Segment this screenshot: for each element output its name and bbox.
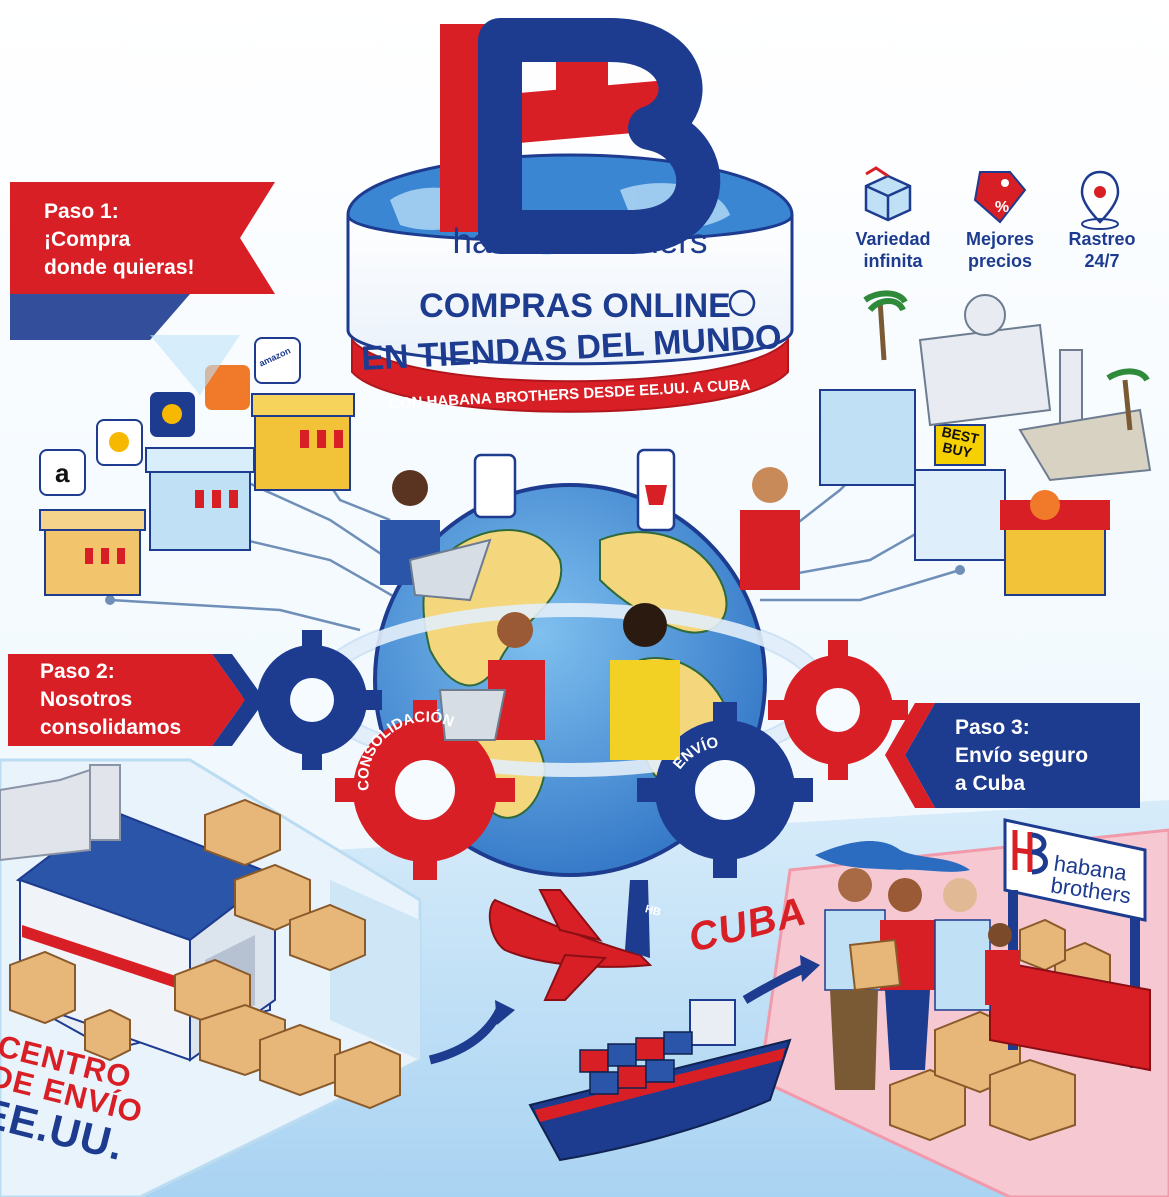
- gear-icons: [242, 630, 908, 880]
- step1-banner: [10, 182, 275, 294]
- headline-line1: COMPRAS ONLINE: [419, 287, 731, 325]
- cargo-ship: [528, 999, 792, 1162]
- headline-ribbon: CON HABANA BROTHERS DESDE EE.UU. A CUBA: [389, 377, 751, 413]
- havana-landmarks: [863, 290, 1152, 482]
- step2-banner: [8, 654, 245, 746]
- feature-variety: Variedad infinita: [855, 229, 931, 271]
- svg-text:ENVÍO: ENVÍO: [670, 734, 720, 773]
- airplane: [488, 880, 653, 1001]
- step3-banner: [905, 703, 1140, 808]
- gear-label-consolidation: CONSOLIDACIÓN: [352, 700, 457, 806]
- cuba-island: [815, 840, 970, 872]
- amazon-icon-letter: a: [55, 458, 70, 488]
- habana-brothers-kiosk: [989, 818, 1151, 1072]
- step2-text: Paso 2: Nosotros consolidamos: [40, 660, 182, 739]
- hb-logo-mark: [440, 18, 721, 254]
- feature-tracking: Rastreo 24/7: [1068, 229, 1136, 271]
- headline-line2: EN TIENDAS DEL MUNDO: [360, 318, 782, 378]
- box-icon: [864, 166, 912, 222]
- cardboard-boxes: [9, 798, 1111, 1142]
- price-tag-icon: %: [973, 171, 1027, 224]
- family-illustration: [824, 868, 1020, 1090]
- store-buildings-right: [819, 389, 1110, 596]
- fort-landmark: [0, 764, 121, 862]
- svg-text:CONSOLIDACIÓN: CONSOLIDACIÓN: [352, 700, 457, 806]
- people-illustrations: [380, 448, 800, 760]
- gear-label-shipping: ENVÍO: [670, 734, 720, 773]
- brand-name: habana brothers: [452, 222, 708, 261]
- shop-app-icons: [39, 335, 301, 496]
- step1-text: Paso 1: ¡Compra donde quieras!: [44, 200, 195, 279]
- route-arrow-2: [742, 963, 807, 1004]
- feature-prices: Mejores precios: [965, 229, 1035, 271]
- globe-icon: [728, 289, 756, 317]
- gear-labels: CONSOLIDACIÓN ENVÍO: [352, 700, 720, 806]
- location-pin-icon: [1080, 170, 1120, 230]
- store-buildings-left: [39, 393, 355, 596]
- step3-text: Paso 3: Envío seguro a Cuba: [955, 716, 1089, 795]
- headline: COMPRAS ONLINE EN TIENDAS DEL MUNDO CON …: [360, 287, 782, 413]
- svg-text:%: %: [995, 199, 1009, 216]
